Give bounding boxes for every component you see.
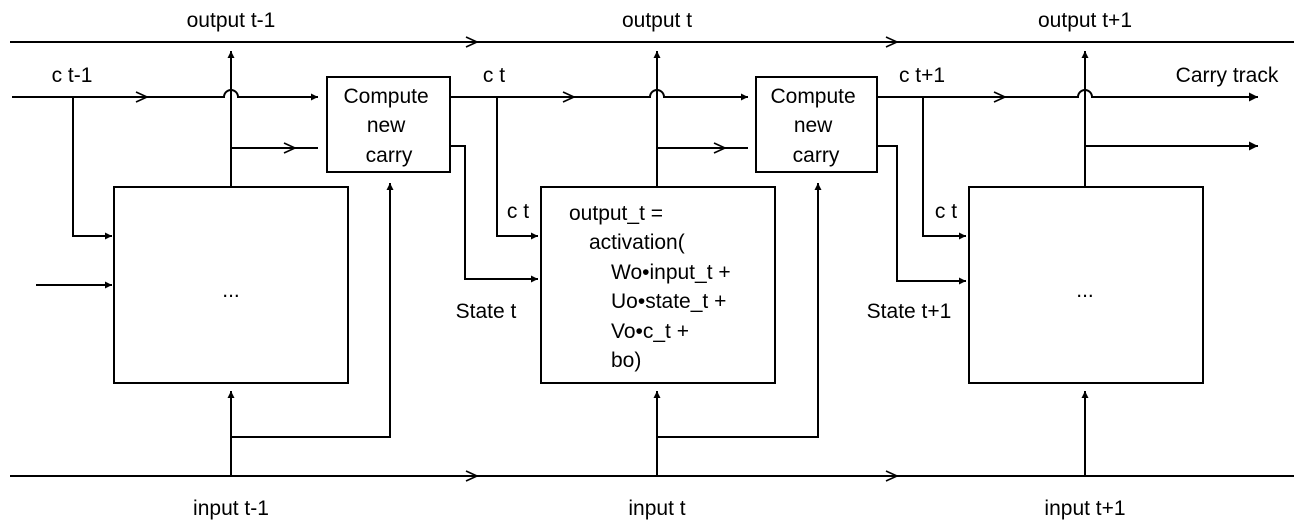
- cell-next-state-in-arrow: [878, 145, 966, 285]
- label-carry-into-cell-next: c t: [935, 200, 957, 223]
- cell-prev-carry-in-arrow: [72, 97, 112, 240]
- formula: output_t = activation( Wo•input_t + Uo•s…: [569, 202, 736, 372]
- compute-box-1-line-2: new: [367, 114, 406, 137]
- formula-line-6: bo): [611, 349, 641, 372]
- label-output-next: output t+1: [1038, 9, 1132, 32]
- label-input-next: input t+1: [1044, 497, 1125, 520]
- label-input-prev: input t-1: [193, 497, 269, 520]
- formula-line-4: Uo•state_t +: [611, 290, 726, 313]
- compute-box-1-line-1: Compute: [343, 85, 428, 108]
- label-state-next: State t+1: [867, 300, 952, 323]
- cell-next-ellipsis: ...: [1076, 279, 1094, 302]
- label-input-cur: input t: [628, 497, 685, 520]
- formula-line-2: activation(: [589, 231, 685, 254]
- compute-box-2-line-2: new: [794, 114, 833, 137]
- compute-box-1-line-3: carry: [366, 144, 413, 167]
- label-output-cur: output t: [622, 9, 692, 32]
- label-carry-into-cell-cur: c t: [507, 200, 529, 223]
- compute-carry-box-2: Compute new carry: [755, 76, 878, 173]
- formula-line-1: output_t =: [569, 202, 663, 225]
- cell-cur-carry-in-arrow: [496, 97, 538, 240]
- compute-branch-2: [657, 142, 748, 154]
- input-branch-2: [657, 183, 822, 438]
- formula-line-5: Vo•c_t +: [611, 320, 689, 343]
- cell-next-carry-in-arrow: [922, 97, 966, 240]
- label-carry-track: Carry track: [1176, 64, 1279, 87]
- formula-line-3: Wo•input_t +: [611, 261, 731, 284]
- label-carry-prev: c t-1: [52, 64, 93, 87]
- cell-cur-state-in-arrow: [451, 145, 538, 283]
- svg-text:Compute new carry: Compute new carry: [770, 85, 861, 167]
- label-state-cur: State t: [456, 300, 517, 323]
- compute-box-2-line-3: carry: [793, 144, 840, 167]
- cell-prev-ellipsis: ...: [222, 279, 240, 302]
- input-branch-1: [231, 183, 394, 438]
- label-carry-next: c t+1: [899, 64, 945, 87]
- cell-next: ...: [968, 186, 1204, 384]
- input-track: [10, 470, 1294, 482]
- label-output-prev: output t-1: [187, 9, 276, 32]
- compute-box-2-line-1: Compute: [770, 85, 855, 108]
- compute-branch-1: [231, 142, 318, 154]
- compute-carry-box-1: Compute new carry: [326, 76, 451, 173]
- cell-prev: ...: [113, 186, 349, 384]
- cell-cur: output_t = activation( Wo•input_t + Uo•s…: [540, 186, 776, 384]
- output-track: [10, 36, 1294, 48]
- carry-track: [12, 89, 1258, 103]
- svg-text:Compute new carry: Compute new carry: [343, 85, 434, 167]
- label-carry-cur: c t: [483, 64, 505, 87]
